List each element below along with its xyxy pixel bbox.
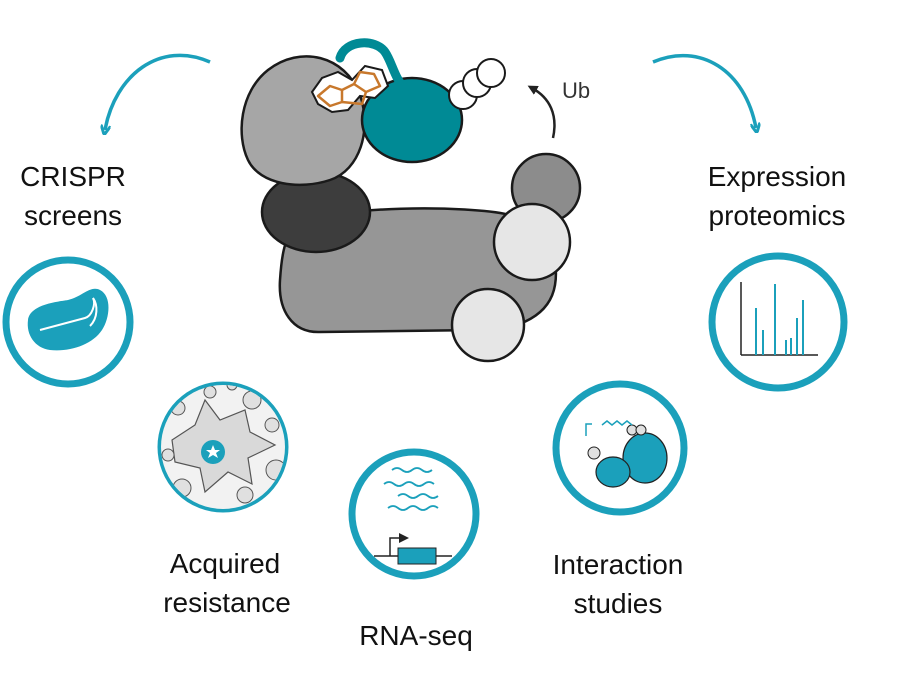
rnaseq-icon-circle — [348, 448, 480, 580]
crispr-title-line1: CRISPR — [20, 161, 126, 192]
interaction-icon-circle — [552, 380, 688, 516]
crispr-title-line2: screens — [24, 200, 122, 231]
acquired-icon-circle — [157, 381, 289, 513]
arrow-right — [652, 53, 756, 128]
ub-transfer-arrow — [527, 85, 556, 139]
ub-label: Ub — [562, 78, 590, 103]
interaction-title-line1: Interaction — [553, 549, 684, 580]
expression-title-line1: Expression — [708, 161, 847, 192]
ubiquitin-chain — [448, 58, 506, 110]
spectrum-icon — [740, 282, 818, 356]
arrow-left — [105, 53, 211, 130]
target-protein — [360, 76, 464, 164]
acquired-title-line2: resistance — [163, 587, 291, 618]
expression-title-line2: proteomics — [709, 200, 846, 231]
interaction-title-line2: studies — [574, 588, 663, 619]
accessory-protein — [450, 287, 526, 363]
rnaseq-title: RNA-seq — [359, 620, 473, 651]
ligase-complex: Ub — [240, 38, 590, 363]
expression-icon-circle — [708, 252, 848, 392]
target-loop — [335, 38, 410, 93]
degrader-molecule — [310, 64, 390, 114]
protein-complex-icon — [585, 420, 668, 488]
acquired-title-line1: Acquired — [170, 548, 281, 579]
rbx-protein — [492, 202, 572, 282]
chromosome-icon — [27, 288, 109, 351]
transcript-icon — [374, 467, 452, 565]
crispr-icon-circle — [2, 256, 134, 388]
resistant-cell-icon — [161, 385, 285, 509]
